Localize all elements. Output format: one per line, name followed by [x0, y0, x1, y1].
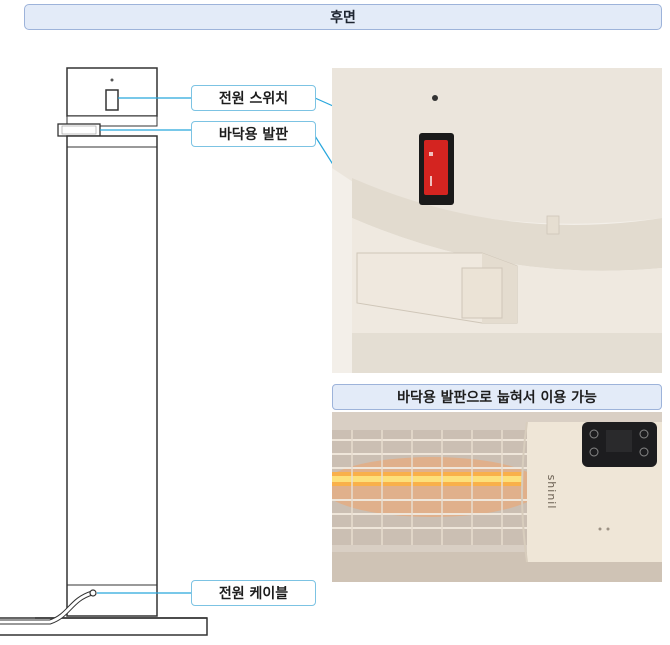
heater-back-drawing — [0, 67, 208, 636]
horizontal-use-photo: shinil — [332, 412, 662, 582]
callout-power-switch: 전원 스위치 — [191, 85, 316, 111]
callout-power-cable-label: 전원 케이블 — [218, 586, 289, 602]
callout-floor-stand-label: 바닥용 발판 — [218, 127, 289, 143]
product-logo-text: shinil — [545, 474, 559, 510]
callout-power-cable: 전원 케이블 — [191, 580, 316, 606]
section-title: 후면 — [330, 10, 356, 26]
callout-power-switch-label: 전원 스위치 — [218, 91, 289, 107]
photo-caption: 바닥용 발판으로 눕혀서 이용 가능 — [332, 384, 662, 410]
product-logo: shinil — [522, 475, 582, 510]
closeup-photo — [332, 68, 662, 373]
section-header: 후면 — [24, 4, 662, 30]
photo-caption-label: 바닥용 발판으로 눕혀서 이용 가능 — [397, 390, 597, 406]
callout-floor-stand: 바닥용 발판 — [191, 121, 316, 147]
